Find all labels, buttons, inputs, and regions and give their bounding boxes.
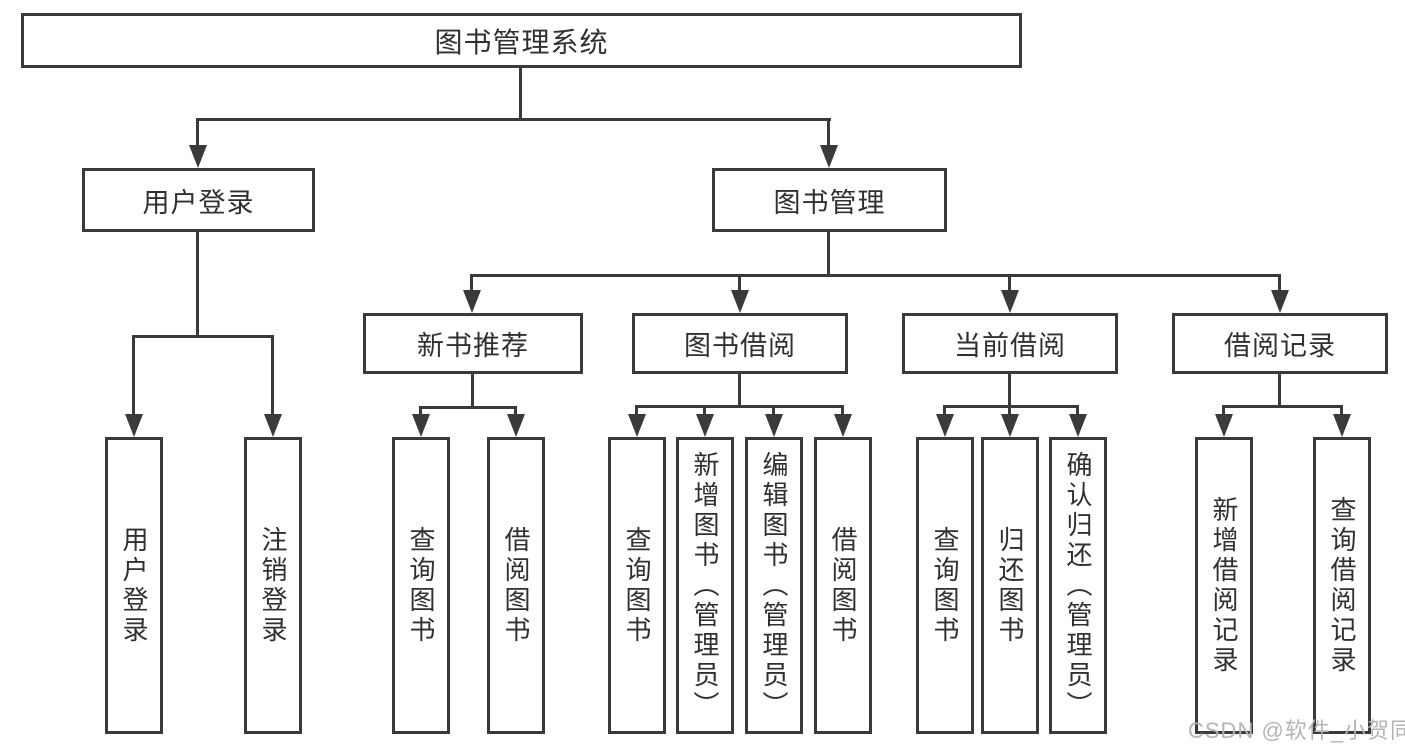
connector-arrow-icon xyxy=(264,414,282,437)
leaf-query-books-recommend: 查询图书 xyxy=(392,437,450,734)
leaf-return-book: 归还图书 xyxy=(981,437,1039,734)
connector-arrow-icon xyxy=(731,290,749,313)
connector-arrow-icon xyxy=(1271,290,1289,313)
connector-arrow-icon xyxy=(628,414,646,437)
leaf-add-book-admin: 新增图书（管理员） xyxy=(676,437,734,734)
connector-line xyxy=(196,232,199,338)
connector-line xyxy=(738,374,741,408)
connector-line xyxy=(1008,374,1011,408)
connector-line xyxy=(827,232,830,277)
connector-line xyxy=(841,405,844,416)
leaf-borrow-books: 借阅图书 xyxy=(814,437,872,734)
connector-line xyxy=(196,118,199,146)
connector-line xyxy=(1278,274,1281,291)
node-book-borrow: 图书借阅 xyxy=(632,313,848,374)
leaf-query-books-current: 查询图书 xyxy=(916,437,974,734)
connector-line xyxy=(132,335,135,415)
connector-line xyxy=(470,274,1281,277)
connector-arrow-icon xyxy=(765,414,783,437)
csdn-watermark: CSDN @软件_小贺同学 xyxy=(1188,718,1405,743)
connector-line xyxy=(514,406,517,416)
connector-line xyxy=(772,405,775,416)
connector-line xyxy=(738,274,741,291)
connector-arrow-icon xyxy=(189,145,207,168)
connector-line xyxy=(1222,405,1225,416)
connector-line xyxy=(470,274,473,291)
connector-line xyxy=(1278,374,1281,408)
connector-line xyxy=(271,335,274,415)
leaf-query-borrow-record: 查询借阅记录 xyxy=(1313,437,1371,734)
node-current-borrow: 当前借阅 xyxy=(902,313,1118,374)
connector-arrow-icon xyxy=(412,414,430,437)
connector-line xyxy=(471,374,474,409)
node-root-system: 图书管理系统 xyxy=(21,13,1022,68)
leaf-edit-book-admin: 编辑图书（管理员） xyxy=(745,437,803,734)
connector-line xyxy=(827,118,830,146)
leaf-confirm-return-admin: 确认归还（管理员） xyxy=(1049,437,1107,734)
leaf-query-books-borrow: 查询图书 xyxy=(608,437,666,734)
connector-arrow-icon xyxy=(820,145,838,168)
leaf-logout: 注销登录 xyxy=(244,437,302,734)
node-book-management: 图书管理 xyxy=(712,168,947,232)
connector-line xyxy=(1008,405,1011,416)
connector-arrow-icon xyxy=(1001,290,1019,313)
leaf-borrow-books-recommend: 借阅图书 xyxy=(487,437,545,734)
node-new-book-recommend: 新书推荐 xyxy=(363,313,583,374)
connector-arrow-icon xyxy=(507,414,525,437)
connector-line xyxy=(196,118,831,121)
connector-line xyxy=(132,335,274,338)
connector-line xyxy=(635,405,844,408)
node-borrow-records: 借阅记录 xyxy=(1172,313,1388,374)
connector-line xyxy=(1340,405,1343,416)
connector-line xyxy=(1008,274,1011,291)
connector-arrow-icon xyxy=(1001,414,1019,437)
connector-arrow-icon xyxy=(696,414,714,437)
connector-line xyxy=(943,405,946,416)
connector-line xyxy=(1076,405,1079,416)
connector-line xyxy=(943,405,1079,408)
connector-line xyxy=(1222,405,1343,408)
leaf-add-borrow-record: 新增借阅记录 xyxy=(1195,437,1253,734)
connector-line xyxy=(635,405,638,416)
connector-arrow-icon xyxy=(1069,414,1087,437)
connector-arrow-icon xyxy=(936,414,954,437)
connector-arrow-icon xyxy=(1333,414,1351,437)
connector-arrow-icon xyxy=(463,290,481,313)
node-user-login: 用户登录 xyxy=(82,168,315,232)
leaf-user-login: 用户登录 xyxy=(105,437,163,734)
connector-arrow-icon xyxy=(1215,414,1233,437)
connector-line xyxy=(519,68,522,121)
connector-line xyxy=(419,406,422,416)
connector-line xyxy=(703,405,706,416)
connector-arrow-icon xyxy=(125,414,143,437)
connector-arrow-icon xyxy=(834,414,852,437)
connector-line xyxy=(419,406,517,409)
